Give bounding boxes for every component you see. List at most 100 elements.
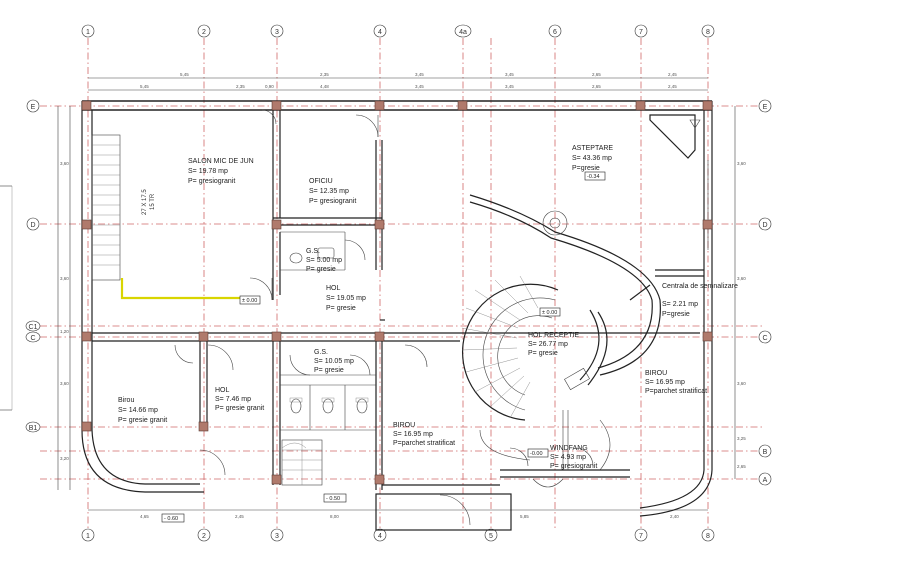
svg-text:5,85: 5,85 bbox=[520, 514, 529, 519]
room-label-birou-right: BIROU S= 16.95 mp P=parchet stratificat bbox=[645, 370, 707, 395]
grid-bubbles-left: E D C1 C B1 bbox=[25, 99, 41, 433]
svg-text:7: 7 bbox=[639, 29, 643, 36]
room-label-birou-left: Birou S= 14.66 mp P= gresie granit bbox=[118, 397, 167, 424]
svg-text:5: 5 bbox=[489, 533, 493, 540]
grid-bubbles-top: 1 2 3 4 4a 6 7 8 bbox=[81, 24, 715, 38]
svg-text:S= 12.35 mp: S= 12.35 mp bbox=[309, 188, 349, 195]
svg-text:3,60: 3,60 bbox=[60, 276, 69, 281]
svg-text:- 0.50: - 0.50 bbox=[326, 496, 340, 502]
svg-text:3,45: 3,45 bbox=[505, 84, 514, 89]
svg-text:15 TR: 15 TR bbox=[150, 193, 156, 210]
room-label-gs-upper: G.S. S= 5.00 mp P= gresie bbox=[306, 248, 342, 273]
svg-text:P= gresie: P= gresie bbox=[306, 266, 336, 273]
room-label-oficiu: OFICIU S= 12.35 mp P= gresiogranit bbox=[309, 178, 356, 205]
svg-text:D: D bbox=[30, 222, 35, 229]
svg-text:1: 1 bbox=[86, 29, 90, 36]
svg-text:± 0.00: ± 0.00 bbox=[242, 298, 257, 304]
svg-text:P= gresiogranit: P= gresiogranit bbox=[309, 198, 356, 205]
grid-lines-vertical bbox=[87, 38, 709, 528]
svg-text:P= gresie: P= gresie bbox=[314, 367, 344, 374]
svg-text:2: 2 bbox=[202, 29, 206, 36]
svg-text:3,45: 3,45 bbox=[415, 84, 424, 89]
svg-text:2,65: 2,65 bbox=[737, 464, 746, 469]
svg-text:2,40: 2,40 bbox=[670, 514, 679, 519]
svg-text:3,20: 3,20 bbox=[60, 456, 69, 461]
svg-text:± 0.00: ± 0.00 bbox=[542, 310, 557, 316]
exterior-walls bbox=[81, 100, 713, 531]
svg-text:SALON MIC DE JUN: SALON MIC DE JUN bbox=[188, 158, 254, 165]
svg-text:- 0.60: - 0.60 bbox=[164, 516, 178, 522]
room-label-hol-lower: HOL S= 7.46 mp P= gresie granit bbox=[215, 387, 264, 412]
svg-text:C: C bbox=[762, 335, 767, 342]
svg-text:4a: 4a bbox=[459, 29, 467, 36]
svg-text:HOL RECEPTIE: HOL RECEPTIE bbox=[528, 332, 579, 339]
svg-text:S= 16.95 mp: S= 16.95 mp bbox=[393, 431, 433, 438]
svg-text:OFICIU: OFICIU bbox=[309, 178, 333, 185]
svg-text:2,45: 2,45 bbox=[668, 72, 677, 77]
svg-text:2,35: 2,35 bbox=[320, 72, 329, 77]
svg-text:3: 3 bbox=[275, 29, 279, 36]
svg-text:4: 4 bbox=[378, 533, 382, 540]
svg-text:WINDFANG: WINDFANG bbox=[550, 445, 588, 452]
svg-text:2,65: 2,65 bbox=[592, 72, 601, 77]
svg-text:1: 1 bbox=[86, 533, 90, 540]
svg-text:3,25: 3,25 bbox=[737, 436, 746, 441]
svg-text:P=gresie: P=gresie bbox=[572, 165, 600, 172]
svg-text:4: 4 bbox=[378, 29, 382, 36]
room-label-centrala: Centrala de semnalizare S= 2.21 mp P=gre… bbox=[662, 283, 738, 318]
room-label-gs-lower: G.S. S= 10.05 mp P= gresie bbox=[314, 349, 354, 374]
svg-text:8: 8 bbox=[706, 29, 710, 36]
svg-text:HOL: HOL bbox=[215, 387, 230, 394]
svg-text:3,60: 3,60 bbox=[60, 161, 69, 166]
reception-curves bbox=[461, 194, 661, 478]
svg-text:2: 2 bbox=[202, 533, 206, 540]
stair-left: 27 X 17.5 15 TR bbox=[91, 134, 240, 300]
svg-text:BIROU: BIROU bbox=[645, 370, 667, 377]
svg-text:5,45: 5,45 bbox=[180, 72, 189, 77]
svg-text:A: A bbox=[763, 477, 768, 484]
room-label-salon: SALON MIC DE JUN S= 19.78 mp P= gresiogr… bbox=[188, 158, 254, 185]
svg-text:2,35: 2,35 bbox=[236, 84, 245, 89]
dimension-lines: 5,45 2,35 3,45 3,45 2,65 2,45 5,45 2,35 … bbox=[57, 72, 746, 519]
svg-text:-0.00: -0.00 bbox=[530, 451, 543, 457]
room-label-birou-center: BIROU S= 16.95 mp P=parchet stratificat bbox=[393, 422, 455, 447]
svg-text:6: 6 bbox=[553, 29, 557, 36]
svg-text:P= gresie: P= gresie bbox=[326, 305, 356, 312]
svg-text:8: 8 bbox=[706, 533, 710, 540]
stair-small bbox=[281, 439, 323, 486]
svg-text:P= gresie: P= gresie bbox=[528, 350, 558, 357]
svg-text:G.S.: G.S. bbox=[314, 349, 328, 356]
level-markers: -0.34 ± 0.00 ± 0.00 -0.00 - 0.50 - 0.60 bbox=[161, 171, 606, 523]
grid-lines-horizontal bbox=[40, 105, 765, 480]
svg-text:5,45: 5,45 bbox=[140, 84, 149, 89]
svg-text:27 X 17.5: 27 X 17.5 bbox=[142, 189, 148, 215]
svg-text:P=gresie: P=gresie bbox=[662, 311, 690, 318]
svg-text:G.S.: G.S. bbox=[306, 248, 320, 255]
room-label-hol-upper: HOL S= 19.05 mp P= gresie bbox=[326, 285, 366, 312]
svg-text:2,65: 2,65 bbox=[592, 84, 601, 89]
svg-text:1,20: 1,20 bbox=[60, 329, 69, 334]
svg-text:S= 43.36 mp: S= 43.36 mp bbox=[572, 155, 612, 162]
svg-text:3,60: 3,60 bbox=[737, 161, 746, 166]
svg-text:P= gresie granit: P= gresie granit bbox=[118, 417, 167, 424]
svg-text:3: 3 bbox=[275, 533, 279, 540]
svg-text:ASTEPTARE: ASTEPTARE bbox=[572, 145, 613, 152]
structural-columns bbox=[81, 100, 713, 485]
svg-text:8,00: 8,00 bbox=[330, 514, 339, 519]
room-label-asteptare: ASTEPTARE S= 43.36 mp P=gresie bbox=[572, 145, 613, 172]
svg-text:S= 19.78 mp: S= 19.78 mp bbox=[188, 168, 228, 175]
svg-text:7: 7 bbox=[639, 533, 643, 540]
toilet-fixtures bbox=[289, 247, 369, 414]
svg-text:D: D bbox=[762, 222, 767, 229]
svg-text:Centrala de semnalizare: Centrala de semnalizare bbox=[662, 283, 738, 290]
svg-text:3,45: 3,45 bbox=[415, 72, 424, 77]
svg-text:0,90: 0,90 bbox=[265, 84, 274, 89]
room-label-windfang: WINDFANG S= 4.93 mp P= gresiogranit bbox=[550, 445, 597, 470]
svg-text:2,45: 2,45 bbox=[668, 84, 677, 89]
svg-text:B: B bbox=[763, 449, 768, 456]
svg-text:S= 10.05 mp: S= 10.05 mp bbox=[314, 358, 354, 365]
svg-text:C: C bbox=[30, 335, 35, 342]
svg-text:BIROU: BIROU bbox=[393, 422, 415, 429]
svg-text:E: E bbox=[31, 104, 36, 111]
svg-text:S= 4.93 mp: S= 4.93 mp bbox=[550, 454, 586, 461]
